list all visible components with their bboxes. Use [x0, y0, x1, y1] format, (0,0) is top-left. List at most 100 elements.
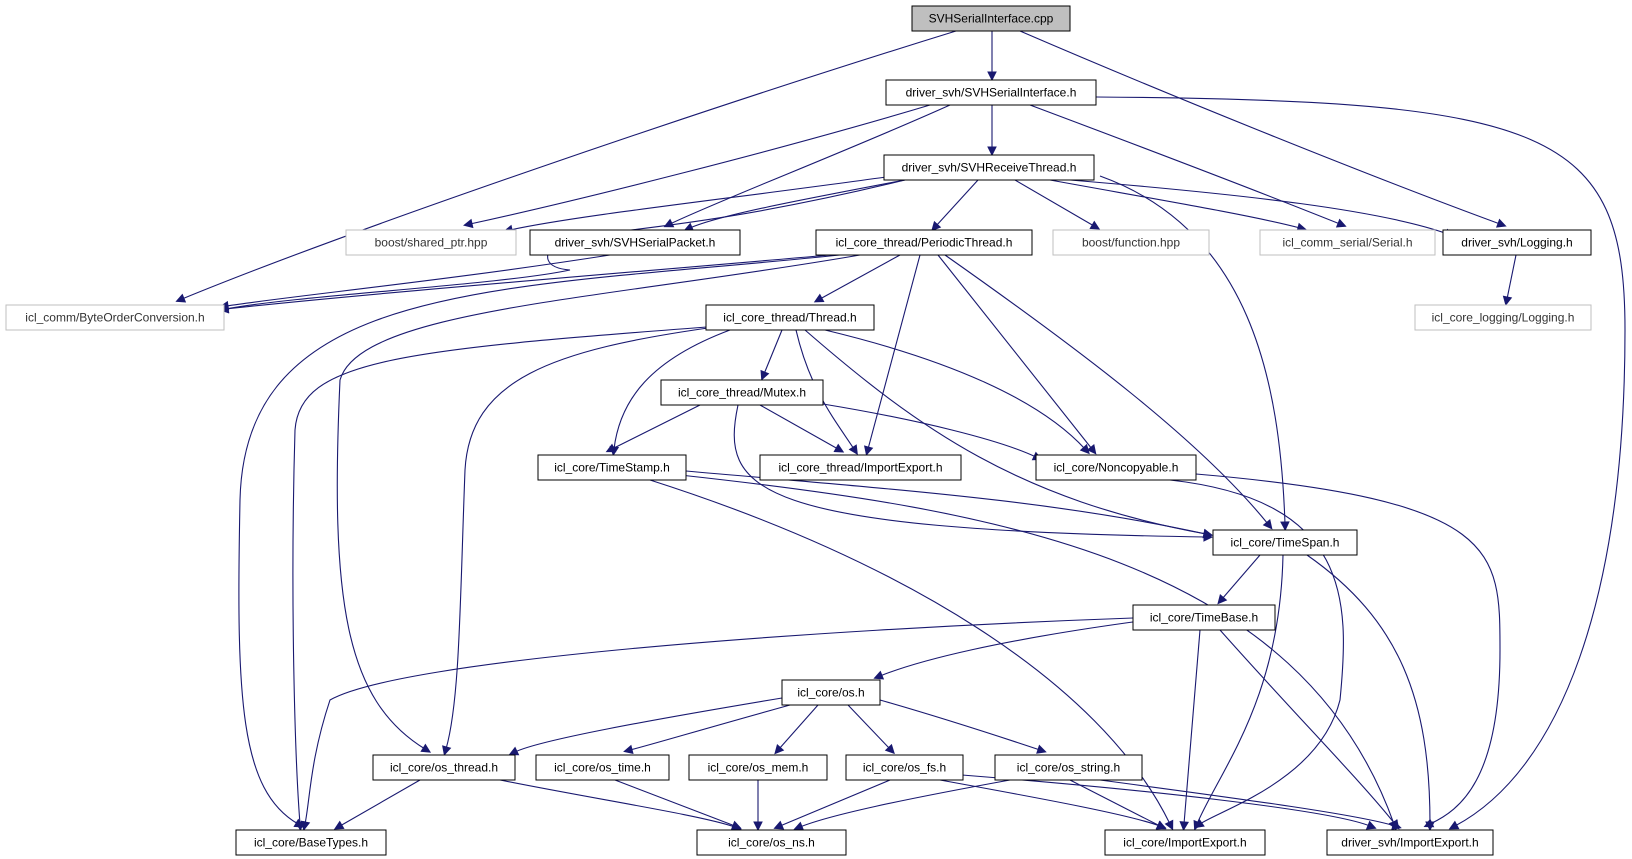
- node-label: driver_svh/ImportExport.h: [1341, 836, 1478, 850]
- edge-line: [847, 704, 891, 750]
- node-function[interactable]: boost/function.hpp: [1052, 229, 1210, 256]
- edge-line: [779, 779, 891, 827]
- node-box: [372, 754, 516, 781]
- node-serial[interactable]: icl_comm_serial/Serial.h: [1259, 229, 1436, 256]
- edge-periodic-to-thread_ie: [864, 254, 921, 456]
- edge-line: [763, 329, 783, 375]
- node-logging-svh[interactable]: driver_svh/Logging.h: [1442, 229, 1592, 256]
- node-os-fs[interactable]: icl_core/os_fs.h: [845, 754, 964, 781]
- node-os-string[interactable]: icl_core/os_string.h: [994, 754, 1143, 781]
- node-label: icl_core/os_mem.h: [708, 761, 809, 775]
- edge-timestamp-to-timespan: [685, 470, 1213, 539]
- edge-os_thread-to-basetypes: [333, 779, 421, 830]
- node-box: [1259, 229, 1436, 256]
- edge-line: [1095, 96, 1626, 827]
- node-label: icl_core/os.h: [797, 686, 864, 700]
- edge-svh_cpp-to-svh_h: [987, 31, 997, 82]
- edge-line: [937, 254, 1093, 450]
- arrowhead: [463, 218, 474, 229]
- node-box: [235, 829, 387, 856]
- node-label: icl_core/os_fs.h: [863, 761, 946, 775]
- node-label: boost/function.hpp: [1082, 236, 1180, 250]
- edge-recv-to-serial: [1049, 179, 1307, 233]
- arrowhead: [987, 71, 997, 82]
- edge-line: [613, 329, 731, 450]
- node-os-ns[interactable]: icl_core/os_ns.h: [696, 829, 847, 856]
- node-label: icl_core/os_thread.h: [390, 761, 498, 775]
- arrowhead: [1365, 820, 1377, 830]
- node-label: icl_core/TimeBase.h: [1150, 611, 1258, 625]
- node-label: icl_comm_serial/Serial.h: [1282, 236, 1412, 250]
- node-basetypes[interactable]: icl_core/BaseTypes.h: [235, 829, 387, 856]
- edge-svh_h-to-recv: [987, 105, 997, 157]
- node-packet[interactable]: driver_svh/SVHSerialPacket.h: [529, 229, 741, 256]
- node-thread-ie[interactable]: icl_core_thread/ImportExport.h: [759, 454, 962, 481]
- node-timestamp[interactable]: icl_core/TimeStamp.h: [537, 454, 687, 481]
- node-box: [535, 754, 670, 781]
- node-noncopy[interactable]: icl_core/Noncopyable.h: [1035, 454, 1197, 481]
- node-label: icl_core_logging/Logging.h: [1432, 311, 1575, 325]
- arrowhead: [1262, 519, 1273, 530]
- node-logging-core[interactable]: icl_core_logging/Logging.h: [1414, 304, 1592, 331]
- node-os-thread[interactable]: icl_core/os_thread.h: [372, 754, 516, 781]
- node-label: icl_core/TimeStamp.h: [554, 461, 670, 475]
- edge-recv-to-logging_svh: [1069, 179, 1455, 238]
- node-label: icl_core/Noncopyable.h: [1054, 461, 1179, 475]
- edge-timebase-to-basetypes: [300, 617, 1134, 831]
- arrowhead: [1335, 218, 1347, 228]
- arrowhead: [333, 820, 345, 830]
- arrowhead: [1280, 521, 1290, 532]
- node-svh-cpp[interactable]: SVHSerialInterface.cpp: [911, 5, 1071, 32]
- arrowhead: [931, 220, 942, 232]
- edge-thread-to-mutex: [760, 329, 783, 381]
- edge-recv-to-periodic: [931, 179, 979, 232]
- edge-line: [181, 30, 957, 300]
- node-box: [1035, 454, 1197, 481]
- node-os-mem[interactable]: icl_core/os_mem.h: [688, 754, 828, 781]
- node-label: icl_core_thread/ImportExport.h: [778, 461, 942, 475]
- node-box: [781, 679, 881, 706]
- edge-line: [879, 620, 1141, 677]
- node-mutex[interactable]: icl_core_thread/Mutex.h: [660, 379, 824, 406]
- edge-line: [879, 699, 1041, 751]
- node-thread[interactable]: icl_core_thread/Thread.h: [705, 304, 875, 331]
- node-core-ie[interactable]: icl_core/ImportExport.h: [1104, 829, 1266, 856]
- node-svh-ie[interactable]: driver_svh/ImportExport.h: [1326, 829, 1494, 856]
- edge-timespan-to-svh_ie: [1306, 554, 1435, 832]
- node-timespan[interactable]: icl_core/TimeSpan.h: [1212, 529, 1358, 556]
- node-recv[interactable]: driver_svh/SVHReceiveThread.h: [883, 154, 1095, 181]
- arrowhead: [833, 443, 845, 453]
- node-box: [1132, 604, 1276, 631]
- arrowhead: [1391, 820, 1402, 830]
- edge-line: [1069, 779, 1161, 827]
- arrowhead: [873, 670, 885, 680]
- edge-line: [669, 104, 951, 225]
- edge-line: [304, 617, 1134, 825]
- arrowhead: [300, 820, 311, 831]
- node-shared-ptr[interactable]: boost/shared_ptr.hpp: [345, 229, 517, 256]
- node-label: boost/shared_ptr.hpp: [375, 236, 488, 250]
- node-os-time[interactable]: icl_core/os_time.h: [535, 754, 670, 781]
- edge-line: [514, 697, 783, 753]
- edge-noncopy-to-svh_ie: [1195, 473, 1501, 828]
- node-box: [1052, 229, 1210, 256]
- node-box: [660, 379, 824, 406]
- node-svh-h[interactable]: driver_svh/SVHSerialInterface.h: [885, 79, 1097, 106]
- node-byteorder[interactable]: icl_comm/ByteOrderConversion.h: [5, 304, 225, 331]
- edge-line: [499, 779, 736, 828]
- node-periodic[interactable]: icl_core_thread/PeriodicThread.h: [815, 229, 1033, 256]
- node-timebase[interactable]: icl_core/TimeBase.h: [1132, 604, 1276, 631]
- arrowhead: [1164, 819, 1174, 831]
- edge-os_fs-to-core_ie: [939, 779, 1167, 830]
- arrowhead: [420, 743, 432, 753]
- node-label: icl_core/ImportExport.h: [1123, 836, 1246, 850]
- edge-line: [689, 179, 906, 229]
- arrowhead: [760, 369, 770, 381]
- node-os[interactable]: icl_core/os.h: [781, 679, 881, 706]
- arrowhead: [175, 293, 187, 303]
- edge-os_mem-to-os_ns: [753, 780, 763, 832]
- edge-line: [824, 329, 1086, 450]
- edge-line: [1029, 104, 1341, 225]
- edge-os-to-os_time: [623, 704, 791, 755]
- node-label: icl_comm/ByteOrderConversion.h: [25, 311, 204, 325]
